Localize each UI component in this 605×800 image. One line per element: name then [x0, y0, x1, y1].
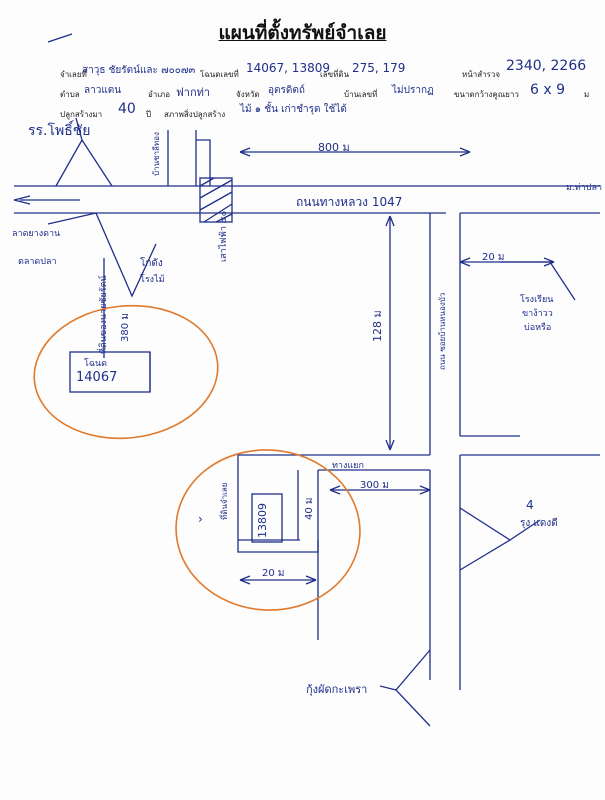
- label-main-road: ถนนทางหลวง 1047: [296, 195, 403, 209]
- left-arrow: [13, 195, 31, 205]
- plot2-arrow-mark: ›: [198, 512, 203, 526]
- document-title: แผนที่ตั้งทรัพย์จำเลย: [218, 22, 387, 44]
- plot2-bottom-label: 20 ม: [262, 568, 285, 579]
- pen-stroke: [47, 33, 73, 43]
- years-unit: ปี: [146, 110, 152, 119]
- size-value: 6 x 9: [530, 82, 565, 98]
- province-value: อุตรดิตถ์: [268, 85, 305, 96]
- label-top-left-house: บ้านชาลีทอง: [152, 132, 161, 176]
- lower-left-ref: [47, 212, 97, 225]
- condition-value: ไม้ ๑ ชั้น เก่าชำรุด ใช้ได้: [240, 104, 347, 115]
- plot2-lines: [238, 539, 319, 640]
- label-hatched: เสาไฟฟ้า ๕๐: [219, 210, 229, 262]
- label-built: ปลูกสร้างมา: [60, 110, 103, 119]
- top-left-pointer: [55, 138, 113, 187]
- vertical-road: [429, 213, 461, 455]
- label-condition: สภาพสิ่งปลูกสร้าง: [164, 110, 226, 119]
- plot1-deed-number: 14067: [76, 370, 118, 385]
- label-top-distance: 800 ม: [318, 141, 350, 154]
- label-amphoe: อำเภอ: [148, 90, 171, 99]
- label-128m: 128 ม: [371, 310, 384, 342]
- top-left-pointer-stem: [75, 117, 83, 141]
- plot2-deed-number: 13809: [256, 503, 269, 538]
- label-right-mid-3: บ่อหรือ: [524, 323, 552, 333]
- right-bottom-pointer: [459, 507, 512, 571]
- land-value: 275, 179: [352, 61, 406, 75]
- label-deed: โฉนดเลขที่: [200, 70, 239, 79]
- label-gas2: โรงไม้: [140, 275, 165, 285]
- label-left-road: ลาดยางดาน: [12, 229, 61, 239]
- plot2-inner: [251, 493, 283, 543]
- label-right-top: ม.ท่าปลา: [566, 183, 603, 193]
- defendant-value: สาวุธ ชัยรัตน์และ ๗๐๐๗๓: [82, 65, 196, 76]
- survey-page-value: 2340, 2266: [506, 58, 587, 74]
- plot1-highlight-circle: [33, 304, 219, 440]
- label-right-top-distance: 20 ม: [482, 252, 505, 263]
- tambon-value: ลาวแตน: [84, 85, 122, 96]
- plot1-side-label: ที่ดินของนายชัยรัตน์: [99, 275, 109, 354]
- bottom-pointer: [395, 649, 431, 727]
- label-right-mid-1: โรงเรียน: [520, 295, 554, 305]
- house-value: ไม่ปรากฏ: [392, 85, 434, 96]
- top-side-road: [167, 130, 197, 186]
- plot2-side-label: ที่ดินจำเลย: [220, 482, 229, 520]
- hatch-lines: [199, 177, 233, 223]
- lower-left-pointer: [95, 212, 157, 298]
- plot1-dimension-label: 380 ม: [120, 313, 131, 342]
- label-defendant: จำเลยที่: [60, 70, 87, 79]
- deed-value: 14067, 13809: [246, 61, 330, 75]
- top-side-road-2: [196, 139, 211, 186]
- top-distance-arrows: [239, 147, 471, 157]
- label-right-bottom-2: รุง แดงดี: [520, 518, 558, 529]
- size-unit: ม: [584, 90, 590, 99]
- label-tambon: ตำบล: [60, 90, 80, 99]
- lower-vertical-road: [429, 455, 461, 690]
- plot2-vertical-label: 40 ม: [304, 497, 315, 521]
- right-top-pointer: [500, 261, 576, 301]
- label-small-road: ทางแยก: [332, 461, 364, 471]
- label-house: บ้านเลขที่: [344, 90, 378, 99]
- label-land: เลขที่ดิน: [320, 70, 350, 79]
- label-size: ขนาดกว้างคูณยาว: [454, 90, 519, 99]
- label-gas: โกดัง: [140, 258, 163, 269]
- label-soi: ถนน ซอยบ้านหนองบัว: [438, 292, 447, 370]
- amphoe-value: ฟากท่า: [176, 86, 211, 99]
- plot1-deed-label: โฉนด: [84, 359, 107, 369]
- label-bottom: กุ้งผัดกะเพรา: [306, 683, 368, 696]
- label-top-left-school: รร.โพธิ์ชัย: [28, 123, 91, 139]
- label-province: จังหวัด: [236, 90, 260, 99]
- label-right-bottom-1: 4: [526, 498, 534, 512]
- label-plot2-right-distance: 300 ม: [360, 480, 389, 491]
- plot2-highlight-circle: [175, 449, 361, 611]
- label-right-mid-2: ขาง้าวว: [522, 309, 553, 319]
- built-years-value: 40: [118, 101, 136, 117]
- label-left-road2: ตลาดปลา: [18, 257, 57, 267]
- plot2-outline: [237, 455, 319, 553]
- label-survey-page: หน้าสำรวจ: [462, 70, 501, 79]
